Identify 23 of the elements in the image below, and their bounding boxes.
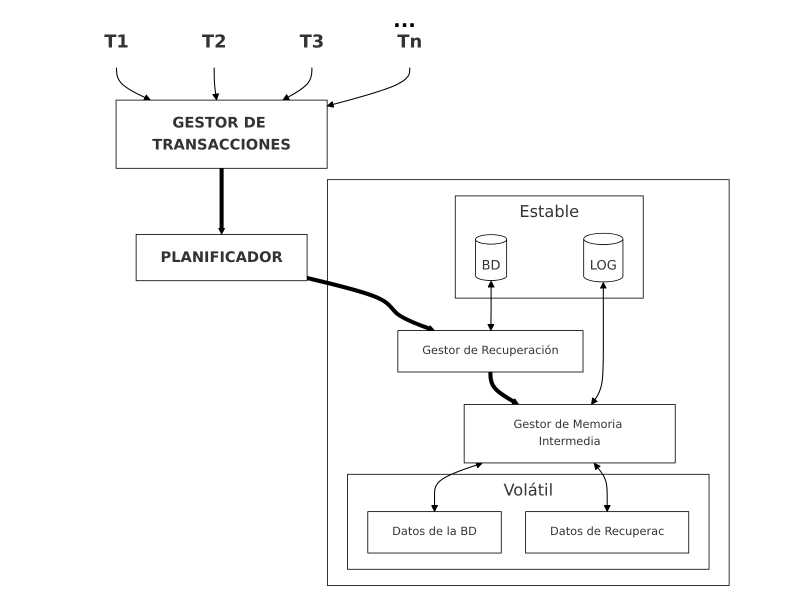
cluster	[326, 179, 730, 586]
node-box: Gestor de Memoria Intermedia	[464, 404, 676, 464]
node-box: GESTOR DE TRANSACCIONES	[116, 100, 328, 169]
arrow	[590, 282, 607, 405]
node-text: T3	[300, 32, 324, 52]
arrow	[218, 168, 226, 235]
ellipsis-label: ...	[393, 8, 416, 32]
node-text: T1	[104, 32, 129, 52]
node-box: Datos de la BD	[367, 511, 502, 554]
node-text: T2	[202, 32, 227, 52]
node-box: Gestor de Recuperación	[397, 330, 584, 372]
arrow	[326, 68, 410, 108]
node-box: PLANIFICADOR	[136, 234, 308, 282]
arrow	[488, 372, 520, 405]
arrow	[116, 68, 151, 101]
arrow	[212, 68, 220, 100]
arrow	[594, 462, 611, 512]
node-text: Tn	[397, 32, 422, 52]
arrow	[430, 462, 483, 512]
arrow	[306, 276, 436, 332]
node-box: Datos de Recuperac	[525, 511, 690, 554]
arrow	[487, 280, 495, 331]
arrow	[282, 68, 312, 100]
